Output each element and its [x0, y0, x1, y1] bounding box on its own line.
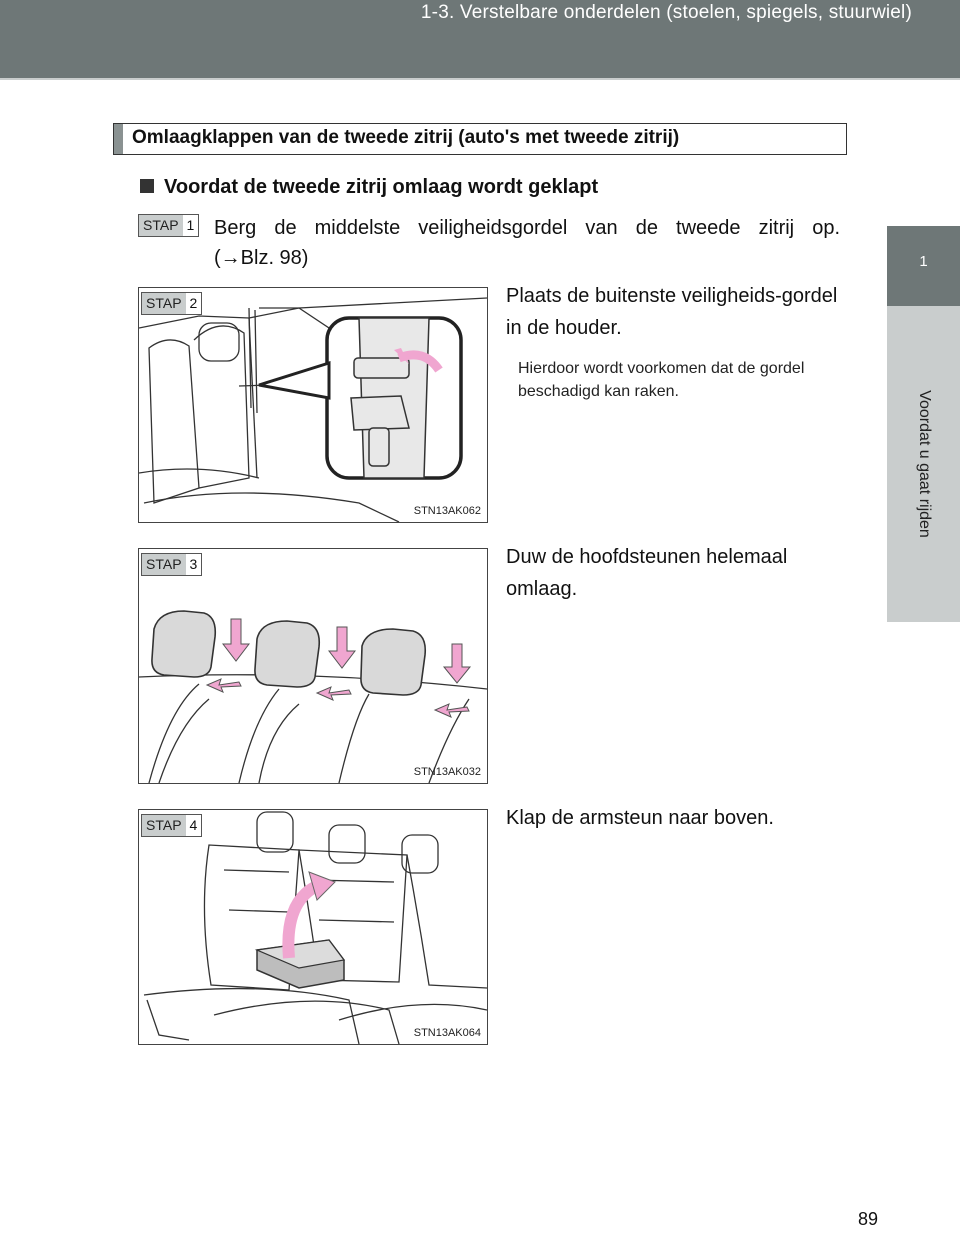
- step-word: STAP: [142, 554, 186, 575]
- chapter-label-tab: Voordat u gaat rijden: [887, 306, 960, 622]
- step-2-text: Plaats de buitenste veiligheids-gordel i…: [506, 285, 838, 339]
- figure-code: STN13AK064: [413, 1027, 481, 1039]
- step-3-text: Duw de hoofdsteunen helemaal omlaag.: [506, 546, 788, 600]
- step-word: STAP: [142, 293, 186, 314]
- step-number: 3: [189, 556, 198, 572]
- step-number: 1: [186, 217, 195, 233]
- chapter-number-tab: 1: [887, 226, 960, 306]
- chapter-label: Voordat u gaat rijden: [915, 390, 933, 538]
- heading-text: Omlaagklappen van de tweede zitrij (auto…: [132, 127, 680, 148]
- step-number: 2: [189, 295, 198, 311]
- section-heading: Omlaagklappen van de tweede zitrij (auto…: [113, 123, 847, 155]
- figure-code: STN13AK062: [413, 505, 481, 517]
- page-number: 89: [858, 1209, 879, 1229]
- step-number: 4: [189, 817, 198, 833]
- armrest-illustration: [143, 811, 487, 1044]
- heading-accent-bar: [114, 124, 123, 154]
- headrests-illustration: [139, 610, 487, 783]
- step-4-text: Klap de armsteun naar boven.: [506, 807, 774, 829]
- breadcrumb: 1-3. Verstelbare onderdelen (stoelen, sp…: [420, 2, 912, 23]
- seatbelt-illustration: [139, 297, 487, 522]
- figure-code: STN13AK032: [413, 766, 481, 778]
- page-header: 1-3. Verstelbare onderdelen (stoelen, sp…: [0, 0, 960, 80]
- step-word: STAP: [142, 815, 186, 836]
- step-1-text: Berg de middelste veiligheidsgordel van …: [214, 217, 840, 239]
- step-1-page-reference: (→Blz. 98): [214, 247, 309, 269]
- square-bullet-icon: [140, 179, 154, 193]
- step-2-note: Hierdoor wordt voorkomen dat de gordel b…: [518, 360, 805, 400]
- step-word: STAP: [139, 215, 183, 236]
- subsection-title: Voordat de tweede zitrij omlaag wordt ge…: [140, 176, 598, 199]
- subsection-title-text: Voordat de tweede zitrij omlaag wordt ge…: [164, 176, 599, 198]
